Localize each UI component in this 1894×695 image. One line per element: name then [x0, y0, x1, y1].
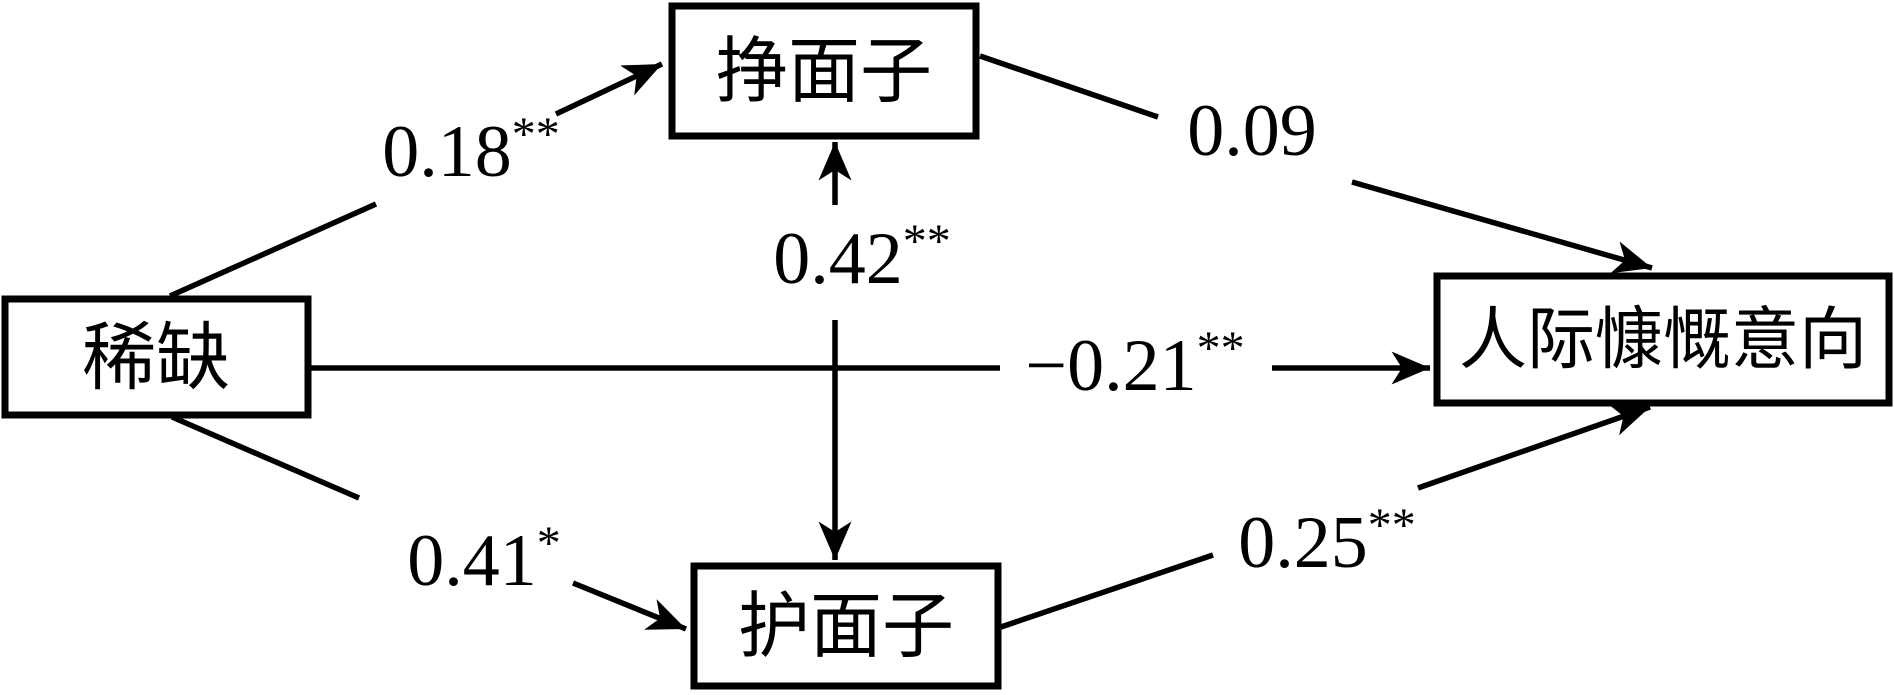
node-protectface: 护面子 — [690, 562, 1002, 690]
coef-gainface-protectface-value: 0.42 — [773, 218, 903, 300]
coef-scarcity-to-protectface-sig: * — [537, 517, 561, 570]
edge-gainface-to-generosity-segment2 — [1351, 179, 1653, 274]
coef-scarcity-to-gainface-value: 0.18 — [382, 111, 512, 193]
coef-scarcity-to-protectface: 0.41* — [407, 517, 561, 602]
edge-scarcity-to-gainface-segment2 — [554, 61, 664, 117]
coef-scarcity-to-protectface-value: 0.41 — [407, 520, 537, 602]
edge-scarcity-to-gainface-segment1 — [168, 201, 378, 299]
edge-protectface-to-generosity-segment2 — [1417, 404, 1651, 491]
coef-protectface-to-generosity: 0.25** — [1238, 499, 1416, 584]
node-generosity: 人际慷慨意向 — [1433, 272, 1893, 407]
coef-gainface-protectface-sig: ** — [903, 215, 951, 268]
node-scarcity-label: 稀缺 — [82, 318, 230, 400]
coef-gainface-to-generosity: 0.09 — [1187, 90, 1317, 172]
coef-scarcity-to-gainface: 0.18** — [382, 108, 560, 193]
edges-group — [168, 53, 1653, 632]
node-generosity-box — [1433, 272, 1893, 407]
node-generosity-label: 人际慷慨意向 — [1459, 302, 1867, 378]
edge-gainface-to-generosity-segment1 — [979, 53, 1159, 120]
edge-scarcity-to-protectface-segment2 — [571, 580, 688, 632]
coef-scarcity-to-generosity-sig: ** — [1197, 322, 1245, 375]
edge-scarcity-to-protectface-segment1 — [170, 414, 361, 501]
node-protectface-label: 护面子 — [738, 587, 954, 667]
coef-gainface-to-generosity-value: 0.09 — [1187, 90, 1317, 172]
coef-scarcity-to-generosity: −0.21** — [1025, 322, 1244, 407]
coef-scarcity-to-generosity-value: −0.21 — [1025, 325, 1196, 407]
coef-protectface-to-generosity-value: 0.25 — [1238, 502, 1368, 584]
node-scarcity: 稀缺 — [1, 295, 312, 419]
node-scarcity-box — [1, 295, 312, 419]
coef-gainface-protectface: 0.42** — [773, 215, 951, 300]
coef-scarcity-to-gainface-sig: ** — [512, 108, 560, 161]
coef-protectface-to-generosity-sig: ** — [1368, 499, 1416, 552]
node-gainface: 挣面子 — [668, 2, 980, 140]
node-protectface-box — [690, 562, 1002, 690]
edge-protectface-to-generosity-segment1 — [997, 552, 1214, 631]
node-gainface-box — [668, 2, 980, 140]
node-gainface-label: 挣面子 — [716, 32, 932, 112]
